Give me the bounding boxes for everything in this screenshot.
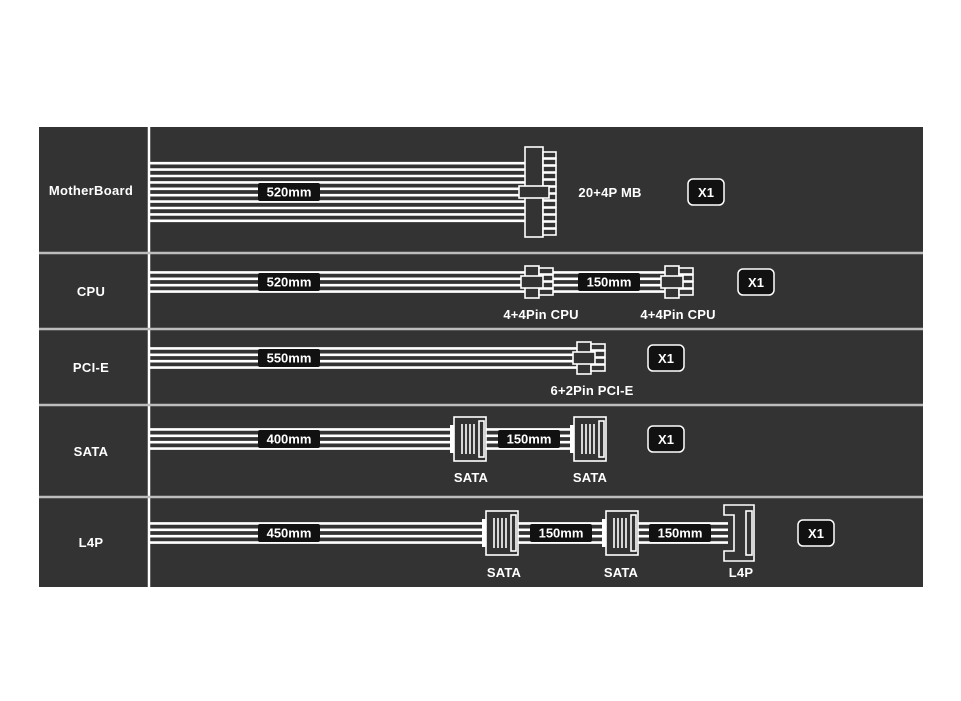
mb-connector-pin [542, 158, 557, 166]
l4p-connector-face [745, 510, 753, 556]
diagram-panel [39, 127, 923, 587]
mb-connector-pin [542, 221, 557, 229]
quantity-badge-bg [737, 268, 775, 296]
mb-connector-pin [542, 151, 557, 159]
quantity-label: X1 [698, 185, 714, 200]
length-badge-bg [258, 183, 320, 201]
mb-connector-pin [542, 207, 557, 215]
cable-row-pci-e: PCI-E 550mm 6+2Pin PCI-E X1 [73, 341, 685, 398]
cpu-connector-pin [678, 288, 694, 296]
quantity-badge-bg [647, 344, 685, 372]
row-label: PCI-E [73, 360, 109, 375]
row-label: L4P [79, 535, 104, 550]
length-label: 520mm [267, 275, 312, 290]
cpu-connector-pin [678, 267, 694, 275]
mb-connector-pin [542, 228, 557, 236]
quantity-badge-bg [647, 425, 685, 453]
row-label: CPU [77, 284, 105, 299]
length-badge-bg [258, 349, 320, 367]
quantity-label: X1 [658, 432, 674, 447]
mb-connector-pin [542, 179, 557, 187]
mb-connector-pin [542, 200, 557, 208]
length-badge-bg [530, 524, 592, 542]
row-label: SATA [74, 444, 109, 459]
length-label: 550mm [267, 351, 312, 366]
connector-label: SATA [487, 565, 522, 580]
length-label: 150mm [539, 526, 584, 541]
sata-connector-edge [482, 519, 486, 547]
connector-label: SATA [573, 470, 608, 485]
pcie-connector-latch [572, 351, 596, 365]
quantity-label: X1 [658, 351, 674, 366]
length-badge-bg [498, 430, 560, 448]
connector-label: SATA [604, 565, 639, 580]
length-label: 520mm [267, 185, 312, 200]
sata-connector-edge [602, 519, 606, 547]
mb-connector-pin [542, 165, 557, 173]
length-badge-bg [258, 273, 320, 291]
mb-connector-pin [542, 214, 557, 222]
connector-label: 6+2Pin PCI-E [551, 383, 634, 398]
length-badge-bg [578, 273, 640, 291]
mb-connector-latch [518, 185, 550, 199]
cpu-connector-pin [538, 288, 554, 296]
quantity-badge-bg [687, 178, 725, 206]
length-label: 150mm [658, 526, 703, 541]
mb-connector-pin [542, 172, 557, 180]
cable-row-cpu: CPU 520mm 150mm 4+4Pin CPU 4+4Pin CPU X1 [77, 265, 775, 322]
connector-label: L4P [729, 565, 754, 580]
sata-connector-clip [630, 514, 637, 552]
connector-label: SATA [454, 470, 489, 485]
connector-label: 4+4Pin CPU [503, 307, 578, 322]
cpu-connector-latch [660, 275, 684, 289]
connector-label: 4+4Pin CPU [640, 307, 715, 322]
length-badge-bg [258, 430, 320, 448]
quantity-label: X1 [808, 526, 824, 541]
pcie-connector-pin [590, 364, 606, 372]
length-label: 150mm [587, 275, 632, 290]
pcie-connector-pin [590, 343, 606, 351]
sata-connector-edge [450, 425, 454, 453]
sata-connector-edge [570, 425, 574, 453]
sata-connector-clip [510, 514, 517, 552]
cpu-connector-latch [520, 275, 544, 289]
row-label: MotherBoard [49, 183, 133, 198]
length-badge-bg [258, 524, 320, 542]
sata-connector-clip [598, 420, 605, 458]
sata-connector-clip [478, 420, 485, 458]
connector-label: 20+4P MB [578, 185, 641, 200]
length-label: 450mm [267, 526, 312, 541]
length-label: 150mm [507, 432, 552, 447]
cable-row-motherboard: MotherBoard 520mm 20+4P MB X1 [49, 146, 725, 238]
length-badge-bg [649, 524, 711, 542]
quantity-label: X1 [748, 275, 764, 290]
length-label: 400mm [267, 432, 312, 447]
quantity-badge-bg [797, 519, 835, 547]
cpu-connector-pin [538, 267, 554, 275]
